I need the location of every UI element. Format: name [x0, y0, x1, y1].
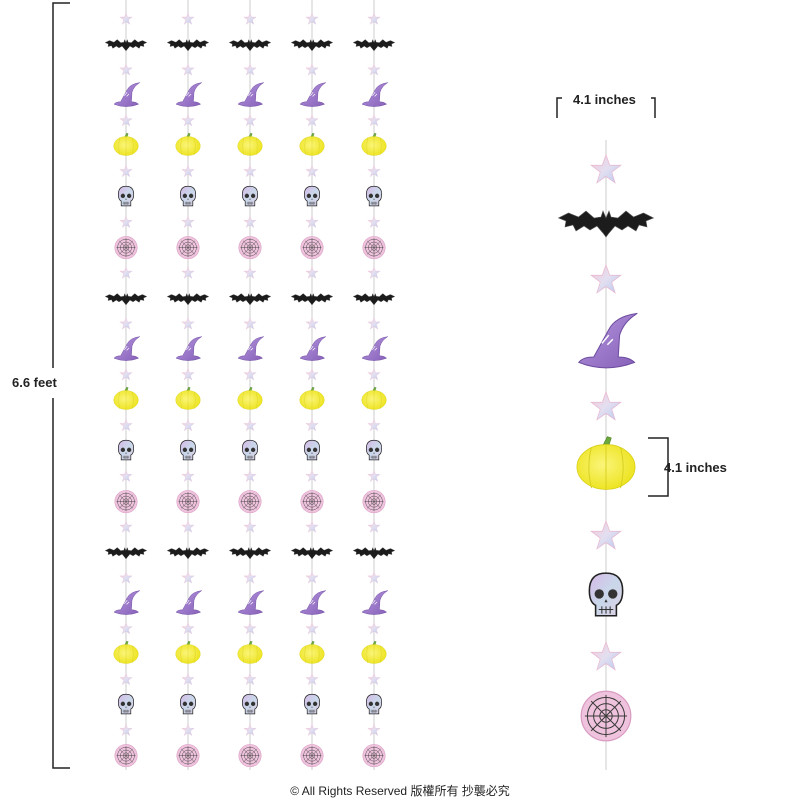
pumpkin-icon	[237, 132, 263, 156]
spider-web-icon	[238, 236, 262, 260]
garland-strand	[104, 0, 148, 770]
spider-web-icon	[238, 490, 262, 514]
skull-icon	[117, 439, 135, 461]
spider-web-icon	[362, 236, 386, 260]
spider-web-icon	[362, 490, 386, 514]
witch-hat-icon	[175, 336, 203, 361]
garland-strand	[166, 0, 210, 770]
spider-web-icon	[176, 744, 200, 768]
pumpkin-icon	[113, 132, 139, 156]
single-strand-detail	[558, 140, 654, 770]
skull-icon	[241, 185, 259, 207]
witch-hat-icon	[361, 82, 389, 107]
witch-hat-icon	[113, 336, 141, 361]
spider-web-icon	[238, 744, 262, 768]
witch-hat-icon	[578, 312, 639, 369]
pumpkin-icon	[237, 640, 263, 664]
skull-icon	[588, 572, 624, 617]
witch-hat-icon	[299, 82, 327, 107]
skull-icon	[365, 185, 383, 207]
witch-hat-icon	[237, 590, 265, 615]
garland-strand	[290, 0, 334, 770]
skull-icon	[179, 693, 197, 715]
witch-hat-icon	[237, 82, 265, 107]
pumpkin-icon	[175, 386, 201, 410]
pumpkin-icon	[113, 640, 139, 664]
pumpkin-icon	[299, 640, 325, 664]
spider-web-icon	[580, 690, 632, 742]
garland-strand	[228, 0, 272, 770]
pumpkin-icon	[361, 132, 387, 156]
skull-icon	[117, 693, 135, 715]
spider-web-icon	[176, 236, 200, 260]
witch-hat-icon	[175, 82, 203, 107]
width-dimension-bracket	[556, 97, 656, 118]
witch-hat-icon	[299, 336, 327, 361]
item-dimension-bracket	[648, 437, 669, 497]
witch-hat-icon	[175, 590, 203, 615]
witch-hat-icon	[113, 82, 141, 107]
spider-web-icon	[300, 236, 324, 260]
pumpkin-icon	[576, 436, 636, 490]
skull-icon	[303, 693, 321, 715]
garland-strands	[104, 0, 396, 770]
skull-icon	[303, 185, 321, 207]
skull-icon	[303, 439, 321, 461]
item-dimension-label: 4.1 inches	[664, 460, 727, 475]
witch-hat-icon	[361, 590, 389, 615]
height-dimension-line	[52, 2, 70, 769]
pumpkin-icon	[361, 640, 387, 664]
pumpkin-icon	[299, 132, 325, 156]
pumpkin-icon	[175, 132, 201, 156]
spider-web-icon	[114, 490, 138, 514]
skull-icon	[241, 439, 259, 461]
witch-hat-icon	[299, 590, 327, 615]
spider-web-icon	[300, 490, 324, 514]
pumpkin-icon	[299, 386, 325, 410]
skull-icon	[365, 439, 383, 461]
spider-web-icon	[176, 490, 200, 514]
pumpkin-icon	[237, 386, 263, 410]
witch-hat-icon	[237, 336, 265, 361]
pumpkin-icon	[361, 386, 387, 410]
spider-web-icon	[114, 236, 138, 260]
witch-hat-icon	[361, 336, 389, 361]
skull-icon	[179, 439, 197, 461]
skull-icon	[241, 693, 259, 715]
garland-strand	[352, 0, 396, 770]
spider-web-icon	[300, 744, 324, 768]
copyright-footer: © All Rights Reserved 版權所有 抄襲必究	[290, 784, 510, 798]
skull-icon	[365, 693, 383, 715]
spider-web-icon	[362, 744, 386, 768]
pumpkin-icon	[113, 386, 139, 410]
skull-icon	[117, 185, 135, 207]
width-dimension-label: 4.1 inches	[573, 92, 636, 107]
height-dimension-label: 6.6 feet	[12, 375, 57, 390]
witch-hat-icon	[113, 590, 141, 615]
spider-web-icon	[114, 744, 138, 768]
pumpkin-icon	[175, 640, 201, 664]
skull-icon	[179, 185, 197, 207]
